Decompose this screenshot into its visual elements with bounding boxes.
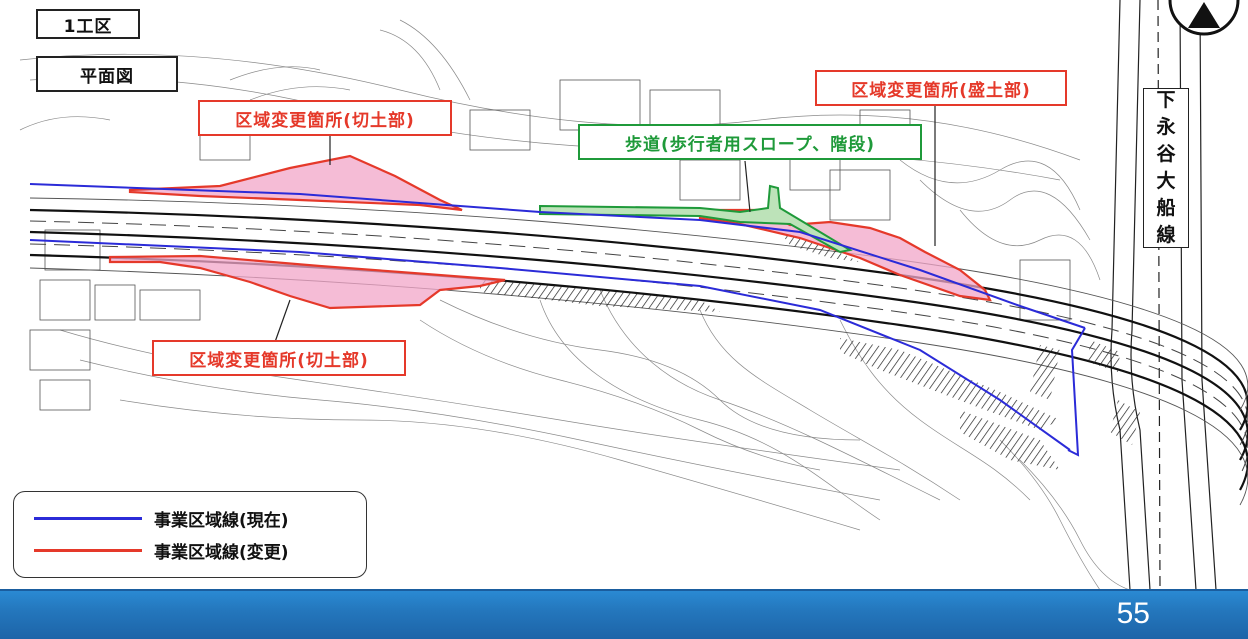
legend-item-current: 事業区域線(現在): [34, 506, 289, 531]
plan-map: [19, 0, 1248, 590]
road-name-char: 線: [1156, 224, 1176, 246]
embankment-hatching: [480, 232, 1140, 470]
road-name-char: 船: [1156, 197, 1176, 219]
road-name-char: 谷: [1156, 143, 1176, 165]
callout-fill: 区域変更箇所(盛土部): [815, 70, 1067, 106]
legend-swatch-current: [34, 517, 142, 520]
callout-cut-lower: 区域変更箇所(切土部): [152, 340, 406, 376]
current-boundary: [29, 183, 1086, 457]
legend-swatch-changed: [34, 549, 142, 552]
plan-view-label: 平面図: [36, 56, 178, 92]
change-areas: [108, 154, 992, 310]
north-arrow-icon: [1168, 0, 1240, 36]
section-label: 1工区: [36, 9, 140, 39]
legend: 事業区域線(現在) 事業区域線(変更): [13, 491, 367, 578]
legend-label-current: 事業区域線(現在): [154, 511, 289, 531]
callout-cut-upper: 区域変更箇所(切土部): [198, 100, 452, 136]
road-name-label: 下 永 谷 大 船 線: [1143, 88, 1189, 248]
leader-lines: [274, 102, 936, 343]
road-name-char: 永: [1156, 116, 1176, 138]
road-name-char: 大: [1156, 170, 1176, 192]
road-name-char: 下: [1156, 89, 1176, 111]
footer-bar: 55: [0, 589, 1248, 639]
legend-item-changed: 事業区域線(変更): [34, 538, 289, 563]
page-number: 55: [1116, 597, 1150, 630]
callout-sidewalk: 歩道(歩行者用スロープ、階段): [578, 124, 922, 160]
legend-label-changed: 事業区域線(変更): [154, 543, 289, 563]
